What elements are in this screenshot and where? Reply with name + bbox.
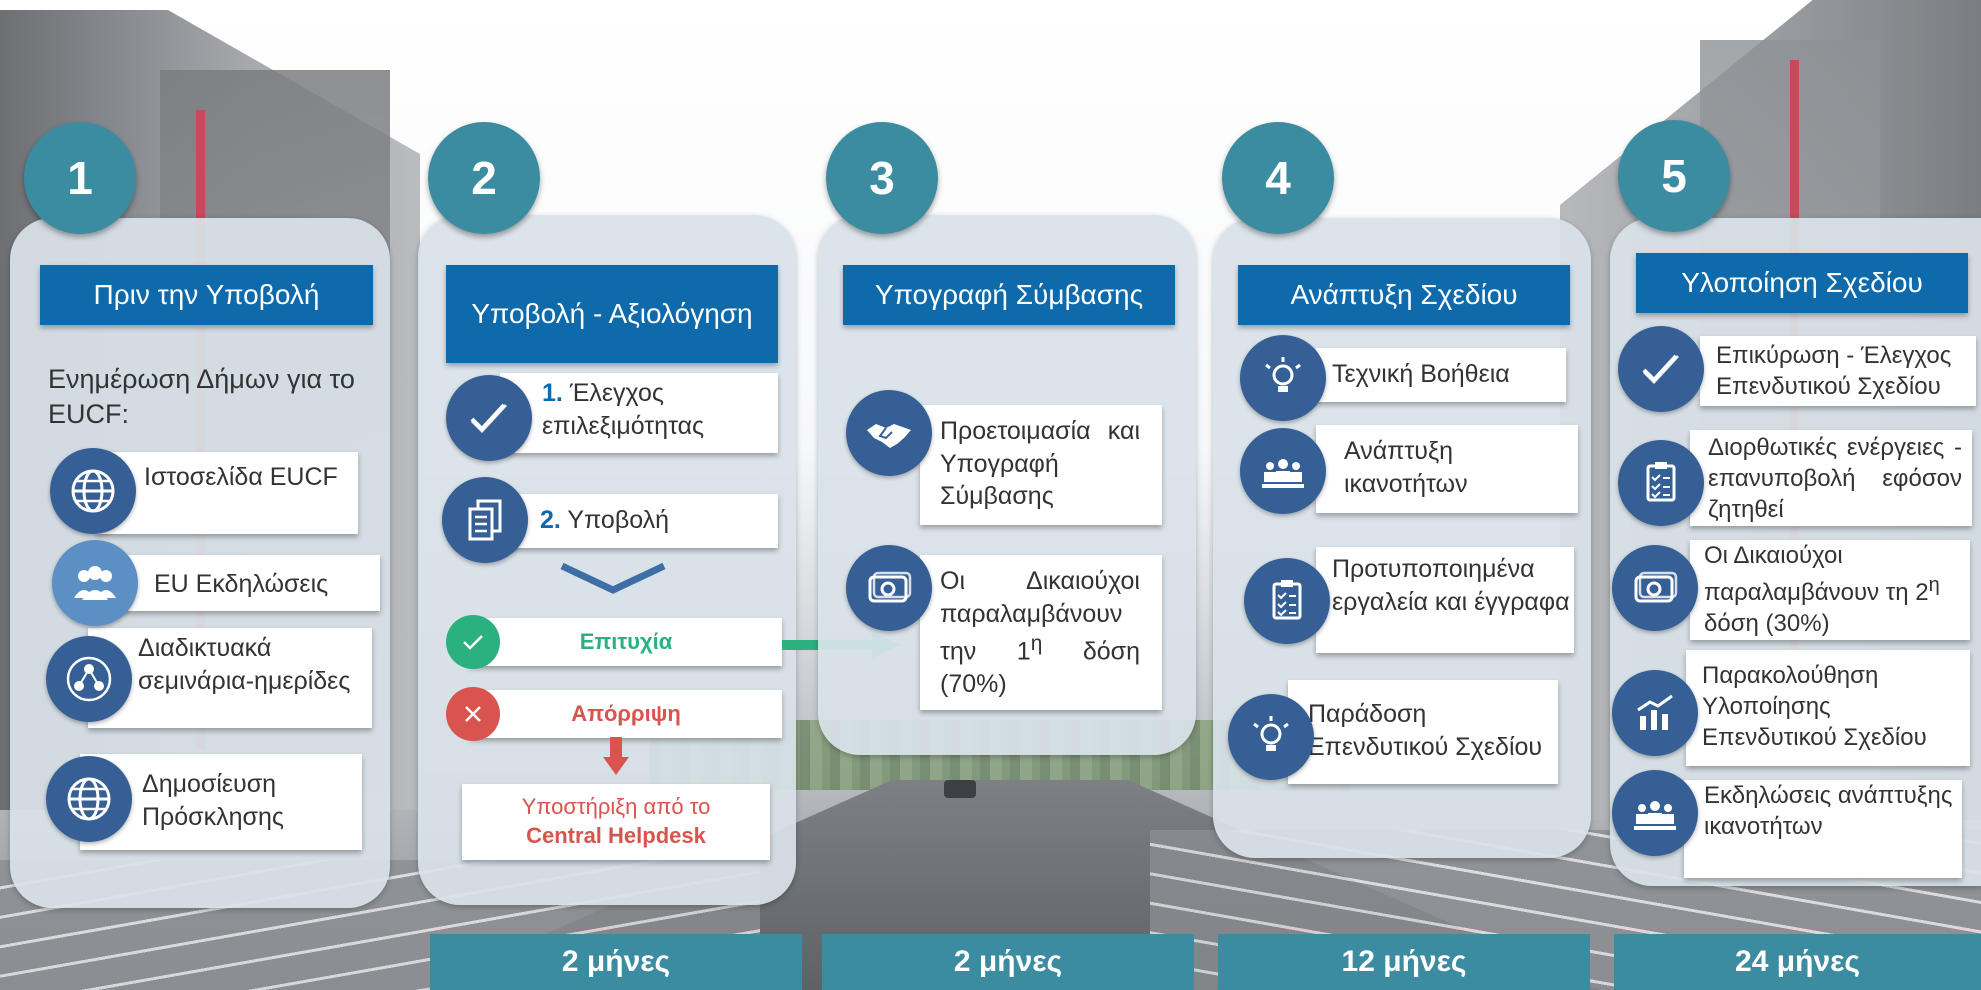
money-icon bbox=[846, 545, 932, 631]
payment-text-end: δόση (70%) bbox=[940, 637, 1140, 698]
reject-x-icon bbox=[446, 687, 500, 741]
handshake-icon bbox=[846, 390, 932, 476]
stage-3-duration: 2 μήνες bbox=[822, 934, 1194, 990]
globe-icon bbox=[46, 756, 132, 842]
network-icon bbox=[46, 636, 132, 722]
arrow-down-icon bbox=[603, 737, 629, 775]
support-line-1: Υποστήριξη από το bbox=[521, 794, 711, 819]
success-status: Επιτυχία bbox=[470, 618, 782, 666]
stage-5-item: Διορθωτικές ενέργειες - επανυποβολή εφόσ… bbox=[1690, 430, 1972, 526]
reject-status: Απόρριψη bbox=[470, 690, 782, 738]
stage-1-item: Διαδικτυακά σεμινάρια-ημερίδες bbox=[88, 628, 372, 728]
team-icon bbox=[1240, 428, 1326, 514]
stage-4-item: Προτυποποιημένα εργαλεία και έγγραφα bbox=[1316, 547, 1574, 653]
stage-2-duration: 2 μήνες bbox=[430, 934, 802, 990]
stage-1-item: Ιστοσελίδα EUCF bbox=[96, 452, 358, 534]
checklist-icon bbox=[1244, 558, 1330, 644]
payment-sup: η bbox=[1928, 573, 1940, 596]
team-icon bbox=[1612, 770, 1698, 856]
lightbulb-icon bbox=[1228, 694, 1314, 780]
stage-4-item: Ανάπτυξη ικανοτήτων bbox=[1316, 425, 1578, 513]
background-car bbox=[944, 780, 976, 798]
stage-4-number: 4 bbox=[1222, 122, 1334, 234]
step-label: Έλεγχος επιλεξιμότητας bbox=[542, 379, 705, 440]
success-check-icon bbox=[446, 615, 500, 669]
stage-4-item: Τεχνική Βοήθεια bbox=[1316, 348, 1566, 402]
support-line-2: Central Helpdesk bbox=[526, 822, 706, 848]
step-label: Υποβολή bbox=[567, 506, 670, 534]
stage-2-step-1: 1. Έλεγχος επιλεξιμότητας bbox=[500, 373, 778, 453]
checkmark-icon bbox=[446, 375, 532, 461]
checklist-icon bbox=[1618, 440, 1704, 526]
support-box: Υποστήριξη από το Central Helpdesk bbox=[462, 784, 770, 860]
money-icon bbox=[1612, 545, 1698, 631]
payment-text: Οι Δικαιούχοι παραλαμβάνουν τη 2 bbox=[1704, 542, 1929, 606]
stage-1-intro: Ενημέρωση Δήμων για το EUCF: bbox=[48, 364, 355, 430]
chart-icon bbox=[1612, 670, 1698, 756]
stage-4-duration: 12 μήνες bbox=[1218, 934, 1590, 990]
stage-5-duration: 24 μήνες bbox=[1614, 934, 1981, 990]
stage-3-payment: Οι Δικαιούχοι παραλαμβάνουν την 1η δόση … bbox=[920, 555, 1162, 710]
payment-text: Οι Δικαιούχοι παραλαμβάνουν την 1 bbox=[940, 567, 1140, 666]
stage-4-item: Παράδοση Επενδυτικού Σχεδίου bbox=[1288, 680, 1558, 784]
stage-3-number: 3 bbox=[826, 122, 938, 234]
people-icon bbox=[52, 540, 138, 626]
stage-5-title: Υλοποίηση Σχεδίου bbox=[1636, 253, 1968, 313]
stage-2-step-2: 2. Υποβολή bbox=[500, 494, 778, 548]
stage-2-title: Υποβολή - Αξιολόγηση bbox=[446, 265, 778, 363]
stage-1-item: EU Εκδηλώσεις bbox=[110, 555, 380, 611]
chevron-down-icon bbox=[560, 562, 666, 594]
stage-5-item: Παρακολούθηση Υλοποίησης Επενδυτικού Σχε… bbox=[1686, 650, 1970, 766]
stage-5-item: Εκδηλώσεις ανάπτυξης ικανοτήτων bbox=[1684, 780, 1962, 878]
stage-4-title: Ανάπτυξη Σχεδίου bbox=[1238, 265, 1570, 325]
step-index: 1. bbox=[542, 379, 563, 407]
stage-5-payment: Οι Δικαιούχοι παραλαμβάνουν τη 2η δόση (… bbox=[1690, 540, 1970, 640]
stage-5-item: Επικύρωση - Έλεγχος Επενδυτικού Σχεδίου bbox=[1700, 336, 1976, 406]
payment-sup: η bbox=[1030, 632, 1043, 655]
stage-3-title: Υπογραφή Σύμβασης bbox=[843, 265, 1175, 325]
stage-1-number: 1 bbox=[24, 122, 136, 234]
stage-5-number: 5 bbox=[1618, 120, 1730, 232]
step-index: 2. bbox=[540, 506, 561, 534]
payment-text-end: δόση (30%) bbox=[1704, 610, 1830, 638]
stage-2-number: 2 bbox=[428, 122, 540, 234]
globe-icon bbox=[50, 448, 136, 534]
checkmark-icon bbox=[1618, 326, 1704, 412]
stage-1-title: Πριν την Υποβολή bbox=[40, 265, 373, 325]
documents-icon bbox=[442, 477, 528, 563]
stage-3-item: Προετοιμασία και Υπογραφή Σύμβασης bbox=[920, 405, 1162, 525]
lightbulb-icon bbox=[1240, 335, 1326, 421]
